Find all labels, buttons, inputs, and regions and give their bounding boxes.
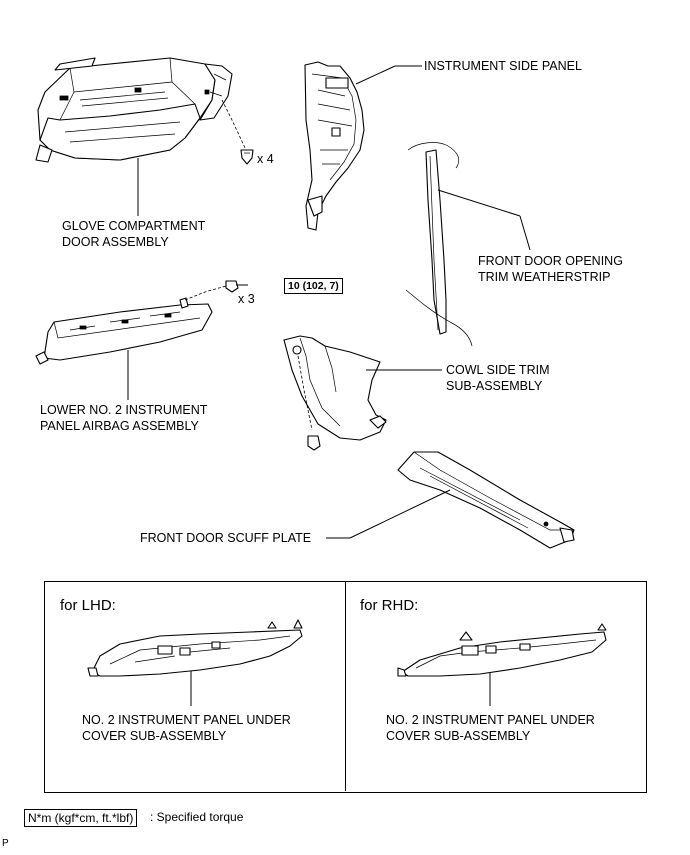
label-airbag-line2: PANEL AIRBAG ASSEMBLY [40,419,199,433]
scuff-plate-drawing [397,451,575,549]
torque-legend-symbol: N*m (kgf*cm, ft.*lbf) [24,809,138,827]
lhd-part-line1: NO. 2 INSTRUMENT PANEL UNDER [82,713,291,727]
footer-code: P [2,838,9,849]
label-cowl-line2: SUB-ASSEMBLY [446,379,543,393]
variant-divider [345,581,346,791]
label-weatherstrip-line2: TRIM WEATHERSTRIP [478,270,611,284]
leader-lines [127,65,531,706]
label-glove-compartment-line1: GLOVE COMPARTMENT [62,219,206,233]
rhd-heading: for RHD: [360,597,419,614]
rhd-part-line1: NO. 2 INSTRUMENT PANEL UNDER [386,713,595,727]
label-scuff-plate: FRONT DOOR SCUFF PLATE [140,531,312,545]
label-instrument-side-panel: INSTRUMENT SIDE PANEL [424,59,582,73]
label-airbag-line1: LOWER NO. 2 INSTRUMENT [40,403,208,417]
cowl-side-trim-drawing [283,335,387,451]
under-cover-rhd-drawing [397,623,607,677]
weatherstrip-drawing [405,142,473,347]
label-cowl-line1: COWL SIDE TRIM [446,363,550,377]
torque-legend-text: : Specified torque [150,810,244,824]
instrument-side-panel-drawing [304,61,365,231]
glove-compartment-door-drawing [35,57,254,165]
under-cover-lhd-drawing [87,619,303,677]
label-weatherstrip-line1: FRONT DOOR OPENING [478,254,623,268]
qty-bolts-airbag: x 3 [238,292,255,306]
lhd-heading: for LHD: [60,597,116,614]
airbag-assembly-drawing [35,280,248,365]
qty-clips-glove: x 4 [257,152,274,166]
lhd-part-line2: COVER SUB-ASSEMBLY [82,729,227,743]
rhd-part-line2: COVER SUB-ASSEMBLY [386,729,531,743]
torque-spec-airbag-bolt: 10 (102, 7) [284,278,343,294]
label-glove-compartment-line2: DOOR ASSEMBLY [62,235,169,249]
